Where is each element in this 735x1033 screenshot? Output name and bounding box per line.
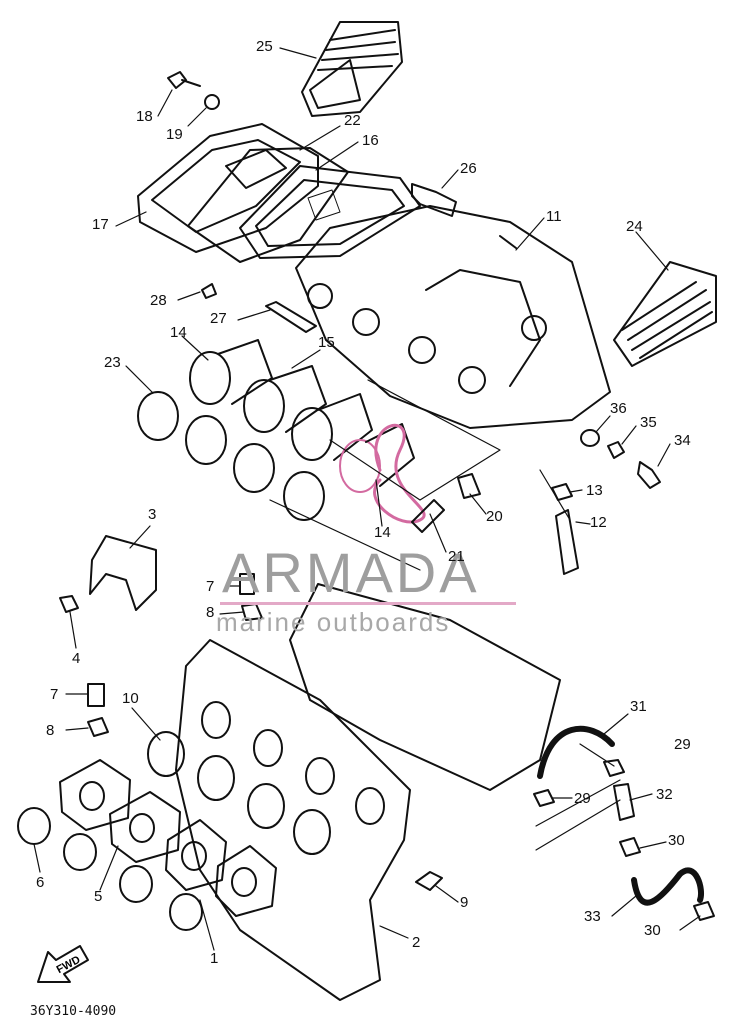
part-label-21: 21 xyxy=(448,548,465,565)
bolt-34 xyxy=(637,461,661,489)
part-label-8a: 8 xyxy=(206,604,215,621)
part-label-35: 35 xyxy=(640,414,657,431)
dash-box xyxy=(535,779,621,851)
sleeve-7b xyxy=(87,683,105,707)
clamp-29a xyxy=(603,759,625,777)
intake-duct-25 xyxy=(301,21,403,117)
part-label-30a: 30 xyxy=(668,832,685,849)
part-label-28: 28 xyxy=(150,292,167,309)
part-label-26: 26 xyxy=(460,160,477,177)
clip-13 xyxy=(551,483,573,501)
watermark-title: ARMADA xyxy=(222,541,480,604)
filter-element-16 xyxy=(239,165,421,259)
hose-31 xyxy=(537,725,615,779)
part-label-24: 24 xyxy=(626,218,643,235)
clamp-29b xyxy=(533,789,555,807)
part-28 xyxy=(201,283,217,299)
part-label-4: 4 xyxy=(72,650,81,667)
clamps-10 xyxy=(147,731,331,855)
bracket-26 xyxy=(411,183,457,217)
part-label-33: 33 xyxy=(584,908,601,925)
hose-12 xyxy=(555,509,579,575)
fitting-20 xyxy=(457,473,481,499)
part-label-2: 2 xyxy=(412,934,421,951)
part-label-34: 34 xyxy=(674,432,691,449)
part-label-10: 10 xyxy=(122,690,139,707)
part-label-8b: 8 xyxy=(46,722,55,739)
o-rings-6 xyxy=(17,807,203,931)
clamp-30b xyxy=(693,901,715,921)
part-label-1: 1 xyxy=(210,950,219,967)
part-label-29a: 29 xyxy=(674,736,691,753)
fwd-arrow xyxy=(37,945,89,983)
hose-clamps-23 xyxy=(137,391,325,521)
part-label-22: 22 xyxy=(344,112,361,129)
part-label-18: 18 xyxy=(136,108,153,125)
part-label-7a: 7 xyxy=(206,578,215,595)
part-label-14b: 14 xyxy=(374,524,391,541)
hose-33 xyxy=(631,867,704,906)
clamp-30a xyxy=(619,837,641,857)
part-label-23: 23 xyxy=(104,354,121,371)
mounting-plate-2 xyxy=(175,639,411,1001)
part-label-16: 16 xyxy=(362,132,379,149)
part-label-12: 12 xyxy=(590,514,607,531)
part-label-13: 13 xyxy=(586,482,603,499)
intake-manifolds-5 xyxy=(59,759,181,863)
part-label-36: 36 xyxy=(610,400,627,417)
part-label-20: 20 xyxy=(486,508,503,525)
watermark-bar xyxy=(220,602,516,605)
clip-27 xyxy=(265,301,317,333)
part-label-11: 11 xyxy=(546,208,562,225)
grommet-8b xyxy=(87,717,109,737)
grommet-36 xyxy=(580,429,600,447)
valve-32 xyxy=(613,783,635,821)
bolt-18 xyxy=(167,71,201,89)
bolt-9 xyxy=(415,871,443,891)
part-label-32: 32 xyxy=(656,786,673,803)
part-label-7b: 7 xyxy=(50,686,59,703)
washer-19 xyxy=(204,94,220,110)
rubber-boot-24 xyxy=(613,261,717,367)
guide-lines xyxy=(269,379,571,571)
part-label-30b: 30 xyxy=(644,922,661,939)
hose-21 xyxy=(411,499,445,533)
bolt-4 xyxy=(59,595,79,613)
part-label-19: 19 xyxy=(166,126,183,143)
part-label-5: 5 xyxy=(94,888,103,905)
part-label-25: 25 xyxy=(256,38,273,55)
part-label-29b: 29 xyxy=(574,790,591,807)
air-box-cover-17 xyxy=(137,123,319,253)
part-label-27: 27 xyxy=(210,310,227,327)
diagram-code: 36Y310-4090 xyxy=(30,1004,117,1019)
part-label-14a: 14 xyxy=(170,324,187,341)
part-label-31: 31 xyxy=(630,698,647,715)
part-label-6: 6 xyxy=(36,874,45,891)
part-label-17: 17 xyxy=(92,216,109,233)
leader-lines xyxy=(33,47,701,951)
part-label-9: 9 xyxy=(460,894,469,911)
sleeve-7a xyxy=(239,573,255,595)
logo-swirl xyxy=(373,423,426,524)
nut-35 xyxy=(607,441,625,459)
watermark-subtitle: marine outboards xyxy=(216,607,451,637)
part-label-15: 15 xyxy=(318,334,335,351)
part-label-3: 3 xyxy=(148,506,157,523)
intake-manifolds-1 xyxy=(165,819,277,917)
air-box-11 xyxy=(295,205,611,429)
bracket-3 xyxy=(89,535,157,611)
